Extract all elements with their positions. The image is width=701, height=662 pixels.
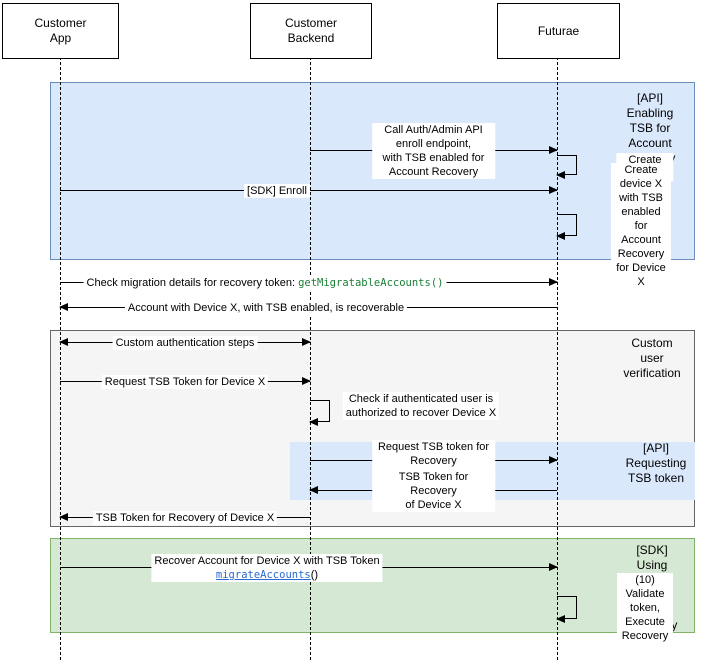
message-label: Account with Device X, with TSB enabled,… [124,301,408,315]
arrowhead-right-icon [549,186,558,194]
arrowhead-left-icon [309,418,318,426]
message-recover-account: Recover Account for Device X with TSB To… [60,554,558,582]
message-request-tsb-token-device-x: Request TSB Token for Device X [60,375,311,389]
code-get-migratable-accounts: getMigratableAccounts() [298,277,444,289]
arrowhead-right-icon [549,563,558,571]
self-message-create-enrollment [556,155,577,179]
lifeline-customer-app [60,57,61,660]
arrowhead-left-icon [556,171,565,179]
self-message-create-device-x [556,214,577,240]
actor-label: Customer Backend [284,16,337,45]
message-tsb-token-to-app: TSB Token for Recovery of Device X [59,511,310,525]
lifeline-customer-backend [310,57,311,660]
message-text: Check migration details for recovery tok… [86,277,299,289]
message-label: Recover Account for Device X with TSB To… [151,554,383,582]
message-account-recoverable: Account with Device X, with TSB enabled,… [59,301,557,315]
message-sdk-enroll: [SDK] Enroll [60,184,558,198]
lifeline-futurae [557,57,558,660]
arrowhead-right-icon [549,456,558,464]
migrate-accounts-link[interactable]: migrateAccounts [215,569,311,581]
message-label: TSB Token for Recovery of Device X [371,470,496,512]
message-check-migration-details: Check migration details for recovery tok… [60,276,558,290]
actor-customer-app: Customer App [2,3,119,59]
message-label: Custom authentication steps [112,336,258,350]
message-custom-authentication-steps: Custom authentication steps [59,336,311,350]
message-line1: Recover Account for Device X with TSB To… [154,555,380,567]
message-tsb-token-recovery-return: TSB Token for Recovery of Device X [309,470,557,512]
arrowhead-left-icon [59,303,68,311]
message-label: Request TSB Token for Device X [101,375,269,389]
arrowhead-left-icon [59,338,68,346]
message-request-tsb-token-recovery: Request TSB token for Recovery of Device… [310,440,558,482]
frame-sdk-using-tsb-token [50,538,695,633]
arrowhead-left-icon [309,486,318,494]
self-message-label: (10) Validate token, Execute Recovery [617,573,673,643]
actor-futurae: Futurae [497,3,620,59]
self-message-check-authorization [309,400,330,426]
arrowhead-right-icon [302,377,311,385]
message-call-enroll-endpoint: Call Auth/Admin API enroll endpoint, wit… [310,123,558,179]
message-label: TSB Token for Recovery of Device X [92,511,278,525]
frame-label-custom-user-verification: Custom user verification [623,336,681,380]
message-label: Check migration details for recovery tok… [83,276,447,290]
arrowhead-right-icon [549,278,558,286]
self-message-validate-token [556,596,577,623]
self-message-label: Create device X with TSB enabled for Acc… [611,163,671,289]
actor-label: Futurae [537,23,580,38]
self-message-label: Check if authenticated user is authorize… [342,392,500,420]
message-label: Call Auth/Admin API enroll endpoint, wit… [371,123,496,179]
frame-label-api-requesting-tsb-token: [API] Requesting TSB token [625,441,687,485]
message-label: [SDK] Enroll [244,184,310,198]
arrowhead-left-icon [556,232,565,240]
arrowhead-right-icon [302,338,311,346]
actor-label: Customer App [34,16,87,45]
arrowhead-right-icon [549,146,558,154]
actor-customer-backend: Customer Backend [250,3,372,59]
arrowhead-left-icon [556,615,565,623]
arrowhead-left-icon [59,513,68,521]
message-suffix: () [310,569,319,581]
